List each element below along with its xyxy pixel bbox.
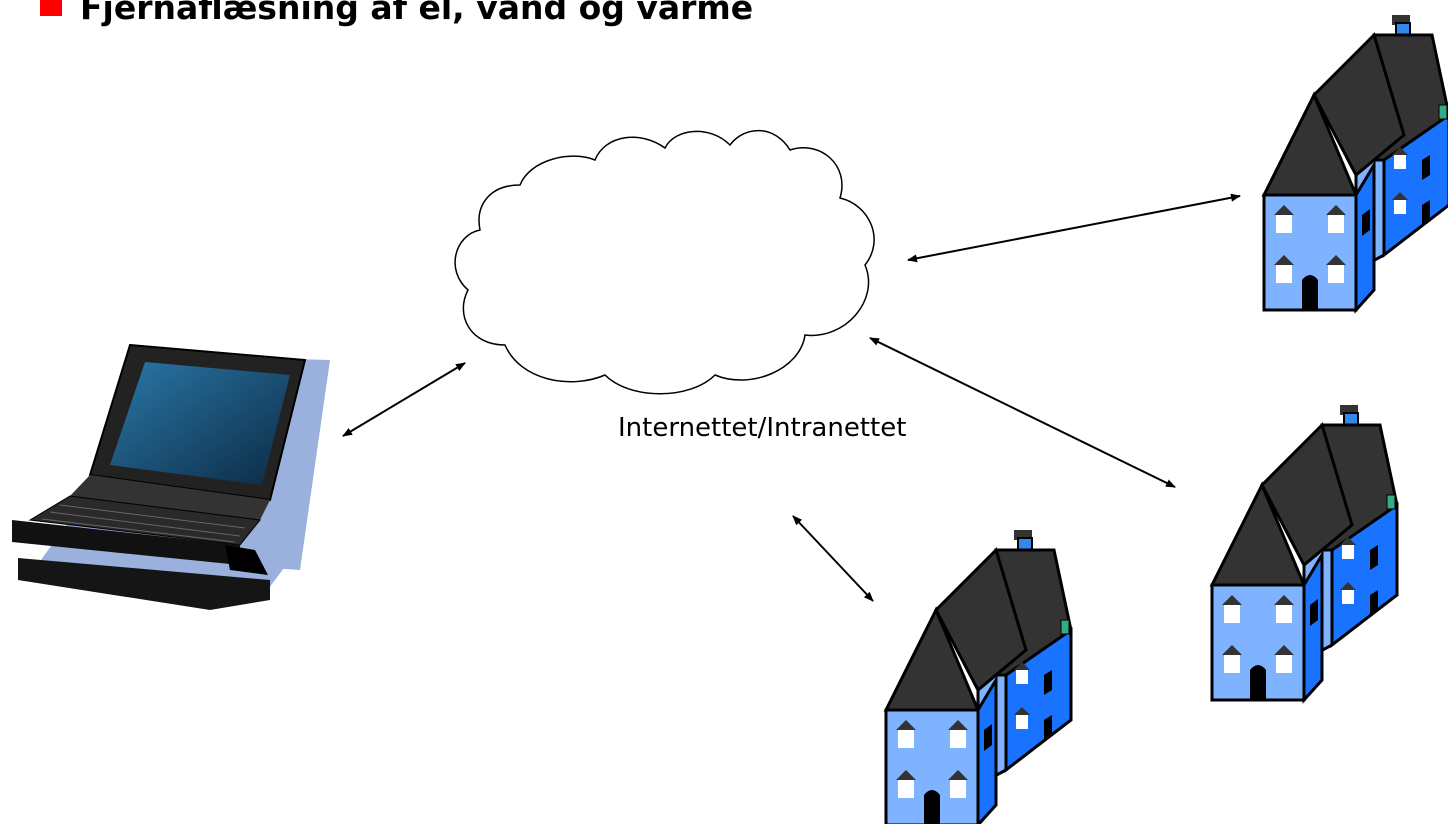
laptop-icon [12, 343, 330, 610]
arrow-cloud-house-right [869, 337, 1176, 488]
bullet-square [40, 0, 62, 16]
arrow-cloud-house-top [907, 193, 1241, 263]
arrow-laptop-cloud [342, 362, 466, 437]
slide-title: Fjernaflæsning af el, vand og varme [80, 0, 754, 27]
house-icon-top [1262, 13, 1448, 312]
cloud-label: Internettet/Intranettet [618, 413, 907, 443]
house-icon-right [1210, 403, 1399, 702]
cloud-shape [454, 129, 875, 395]
arrow-cloud-house-bottom [792, 515, 874, 602]
house-icon-bottom [884, 528, 1073, 824]
